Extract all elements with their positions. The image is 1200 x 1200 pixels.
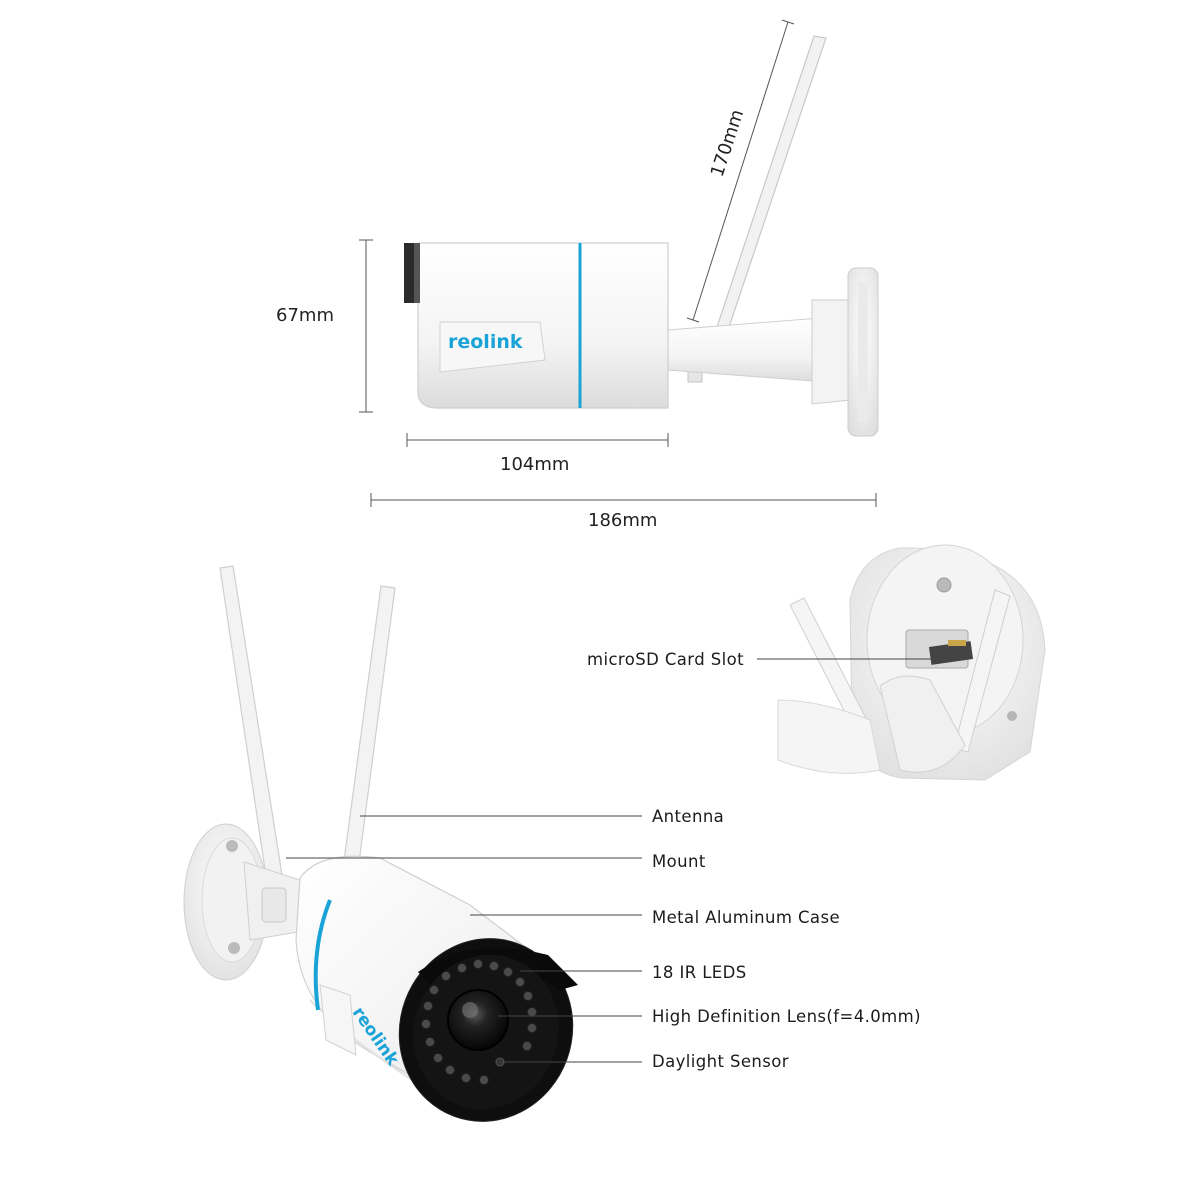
label-ir-leds: 18 IR LEDS: [652, 963, 747, 982]
callout-lines: [286, 658, 940, 1063]
label-mount: Mount: [652, 852, 706, 871]
label-antenna: Antenna: [652, 807, 724, 826]
microsd-inset: [777, 544, 1046, 781]
mount-base: [183, 823, 311, 981]
label-case: Metal Aluminum Case: [652, 908, 840, 927]
ir-led-ring: [421, 959, 537, 1085]
side-logo: reolink: [448, 331, 523, 353]
antenna-dim-line: [692, 21, 789, 321]
dimension-lines: [359, 19, 877, 507]
label-lens: High Definition Lens(f=4.0mm): [652, 1007, 921, 1026]
antenna-right: [342, 585, 396, 871]
label-microsd-slot: microSD Card Slot: [587, 650, 744, 669]
side-view-camera: reolink: [404, 35, 879, 437]
body-length-label: 104mm: [500, 454, 569, 475]
front-face: [398, 938, 578, 1122]
total-length-label: 186mm: [588, 510, 657, 531]
side-mount: [667, 267, 879, 437]
camera-lens: [447, 989, 509, 1051]
perspective-camera: reolink: [183, 565, 578, 1122]
label-daylight-sensor: Daylight Sensor: [652, 1052, 789, 1071]
antenna-length-label: 170mm: [707, 107, 748, 180]
side-body: reolink: [404, 242, 669, 409]
accent-ring: [313, 899, 332, 1011]
height-label: 67mm: [276, 305, 334, 326]
